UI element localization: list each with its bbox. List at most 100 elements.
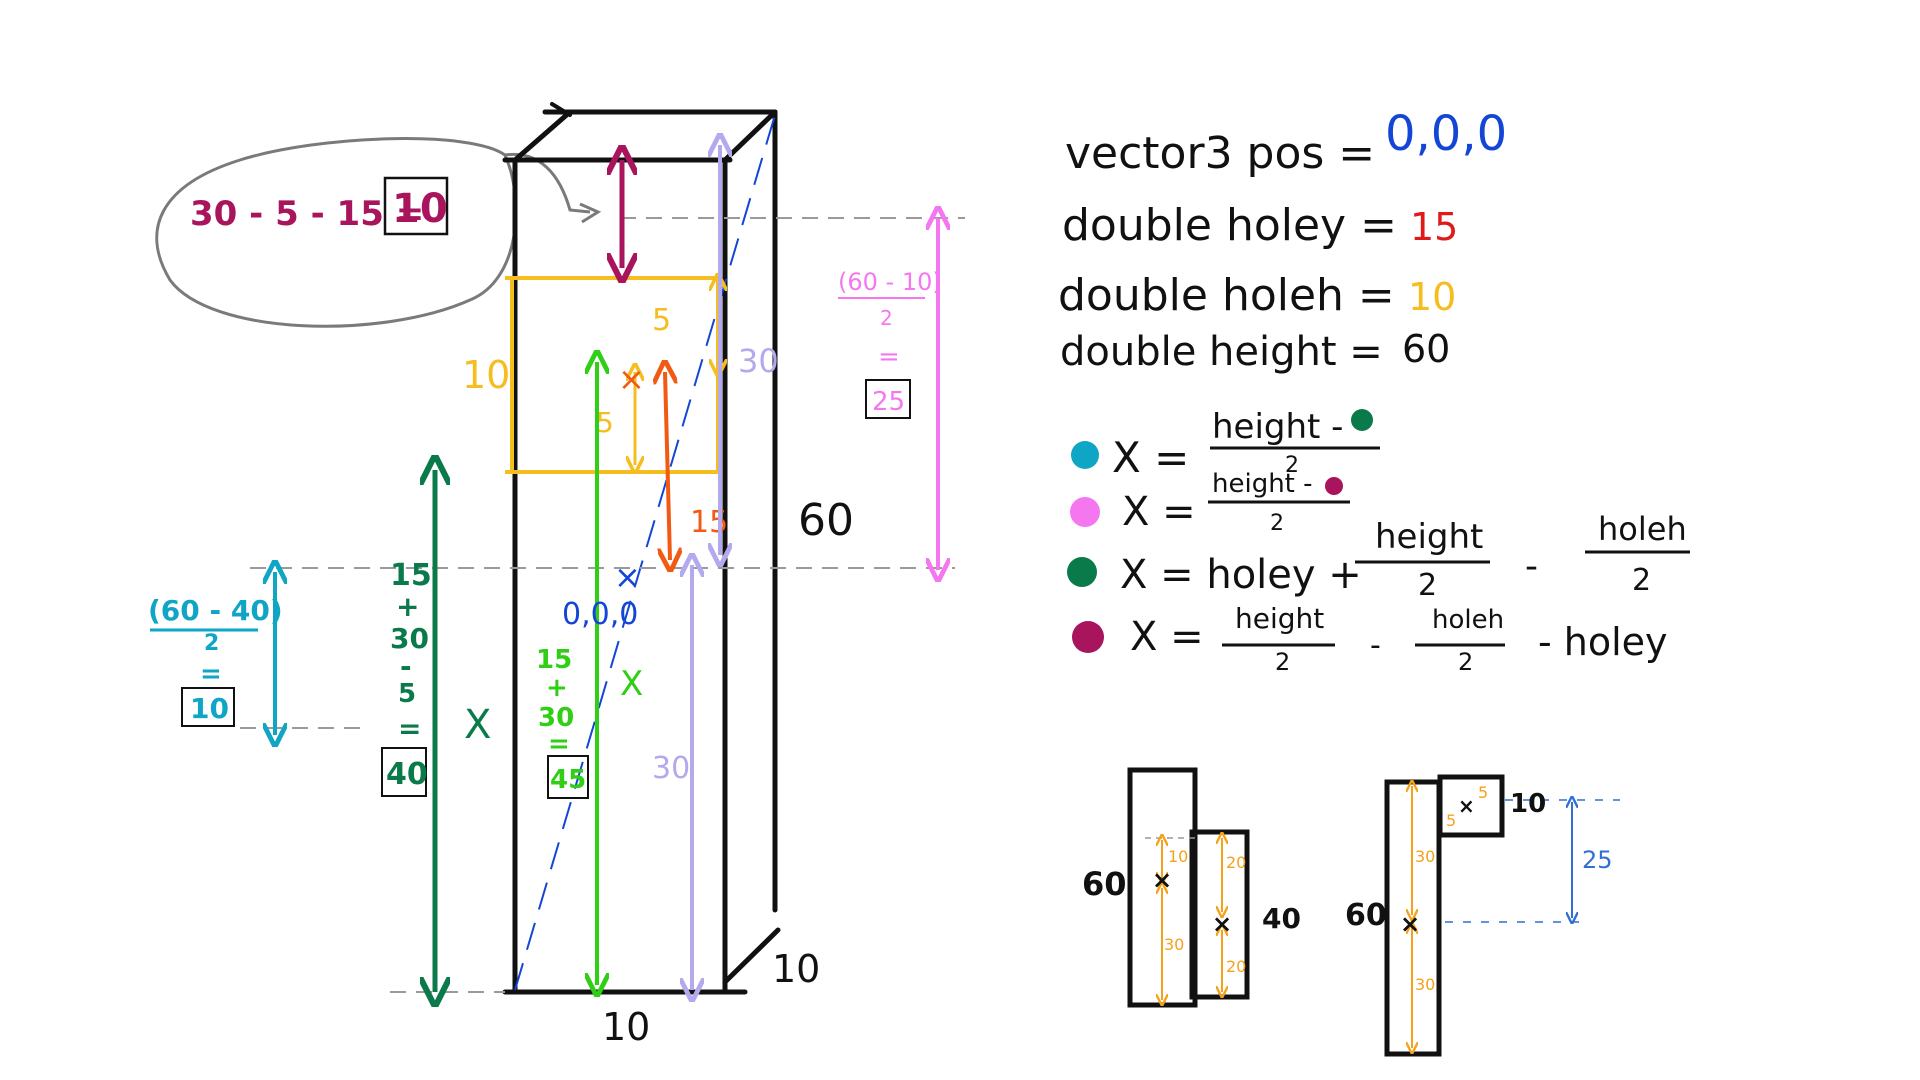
pink-note-box (865, 379, 911, 419)
svg-text:5: 5 (398, 679, 416, 709)
pink-note-num: (60 - 10) (838, 268, 942, 296)
origin-label: 0,0,0 (562, 597, 638, 632)
callout-pointer (504, 152, 591, 214)
var-3-decl: double height = (1060, 329, 1383, 375)
dark-green-x: X (464, 702, 491, 748)
svg-text:X =: X = (1130, 614, 1204, 660)
svg-text:15: 15 (390, 558, 432, 593)
svg-text:5: 5 (1478, 783, 1488, 802)
mini-right-small-rect (1437, 774, 1505, 838)
hole-center-x: × (618, 360, 645, 398)
var-0-decl: vector3 pos = (1065, 128, 1375, 179)
pink-note-result: 25 (872, 387, 905, 417)
five-top-label: 5 (652, 303, 671, 338)
svg-text:×: × (1212, 910, 1232, 938)
svg-text:+: + (546, 673, 568, 703)
mini-right-twentyfive: 25 (1582, 846, 1613, 874)
callout-result-box (383, 176, 449, 236)
mini-left-big-label: 60 (1082, 865, 1127, 903)
pink-note-den: 2 (880, 306, 893, 330)
teal-note-result: 10 (190, 692, 229, 725)
formula-2: X = height - 2 (1070, 469, 1350, 536)
svg-text:30: 30 (1164, 935, 1184, 954)
teal-note: (60 - 40) 2 = 10 (148, 594, 283, 727)
variables-block: vector3 pos = 0,0,0 double holey = 15 do… (1058, 106, 1507, 375)
formula-2-num-dot (1325, 477, 1343, 495)
svg-text:×: × (1400, 910, 1420, 938)
svg-text:20: 20 (1226, 957, 1246, 976)
teal-note-box (181, 687, 235, 727)
svg-text:- holey: - holey (1538, 620, 1668, 664)
svg-text:20: 20 (1226, 853, 1246, 872)
svg-text:2: 2 (1275, 648, 1290, 676)
thirty-lower-label: 30 (652, 751, 690, 786)
svg-text:holeh: holeh (1432, 605, 1504, 635)
mini-diagram-left: 10 30 20 20 × × 60 40 (1082, 767, 1301, 1008)
svg-text:height: height (1375, 517, 1483, 557)
svg-text:30: 30 (1415, 975, 1435, 994)
formula-1-num-dot (1351, 409, 1373, 431)
hole-height-label: 10 (462, 353, 510, 397)
callout-outline (155, 137, 518, 328)
svg-text:2: 2 (1458, 648, 1473, 676)
light-green-x: X (620, 664, 643, 704)
formula-3-dot (1067, 557, 1097, 587)
dark-green-note-box (381, 747, 427, 797)
formula-3: X = holey + height 2 - holeh 2 (1067, 510, 1690, 603)
svg-text:height -: height - (1212, 407, 1343, 447)
svg-text:2: 2 (1418, 568, 1437, 603)
mini-right-small-label: 10 (1510, 789, 1546, 819)
formula-4: X = height 2 - holeh 2 - holey (1072, 602, 1668, 676)
svg-text:height -: height - (1212, 469, 1313, 499)
callout-expression: 30 - 5 - 15 = (190, 194, 424, 234)
svg-text:=: = (398, 712, 421, 745)
teal-note-eq: = (200, 659, 222, 689)
svg-text:30: 30 (390, 622, 429, 655)
svg-text:-: - (1370, 628, 1381, 663)
box-bottom-right-depth (722, 927, 781, 985)
teal-note-num: (60 - 40) (148, 594, 283, 627)
svg-text:-: - (1525, 546, 1538, 587)
box-width-label: 10 (602, 1005, 650, 1049)
orange-holey-arrow (665, 372, 670, 560)
dark-green-note-result: 40 (386, 757, 428, 792)
callout-result: 10 (392, 186, 448, 232)
thirty-upper-label: 30 (738, 342, 779, 380)
box-top-left-depth (512, 109, 573, 163)
origin-x: × (614, 558, 641, 596)
pink-note: (60 - 10) 2 = 25 (838, 268, 942, 419)
var-1-decl: double holey = (1062, 200, 1397, 251)
hole-rect (505, 276, 720, 474)
svg-text:15: 15 (536, 645, 572, 675)
var-1-value: 15 (1410, 205, 1458, 249)
box-hidden-diagonal (514, 114, 776, 991)
dark-green-note: 15 + 30 - 5 = 40 (381, 558, 432, 797)
svg-text:+: + (396, 590, 419, 623)
var-2-value: 10 (1408, 275, 1456, 319)
var-3-value: 60 (1402, 327, 1450, 371)
box-top-right-depth (722, 109, 778, 163)
box-height-label: 60 (798, 495, 854, 546)
svg-text:10: 10 (1168, 847, 1188, 866)
svg-text:×: × (1152, 866, 1172, 894)
light-green-note-result: 45 (550, 765, 586, 795)
svg-text:X =: X = (1112, 433, 1189, 482)
svg-text:2: 2 (1285, 453, 1299, 478)
var-0-value: 0,0,0 (1385, 106, 1507, 162)
var-2-decl: double holeh = (1058, 270, 1395, 321)
svg-text:holeh: holeh (1598, 510, 1687, 548)
mini-left-small-label: 40 (1262, 902, 1301, 935)
formula-2-dot (1070, 497, 1100, 527)
svg-text:-: - (400, 650, 412, 683)
light-green-note: 15 + 30 = 45 (536, 645, 589, 799)
box-3d (502, 102, 781, 995)
mini-right-big-label: 60 (1345, 898, 1387, 933)
svg-text:X =: X = (1122, 489, 1196, 535)
svg-text:=: = (548, 729, 570, 759)
svg-text:5: 5 (1446, 811, 1456, 830)
box-depth-label: 10 (772, 947, 820, 991)
svg-text:30: 30 (1415, 847, 1435, 866)
fifteen-label: 15 (690, 505, 728, 540)
svg-text:2: 2 (1632, 563, 1651, 598)
